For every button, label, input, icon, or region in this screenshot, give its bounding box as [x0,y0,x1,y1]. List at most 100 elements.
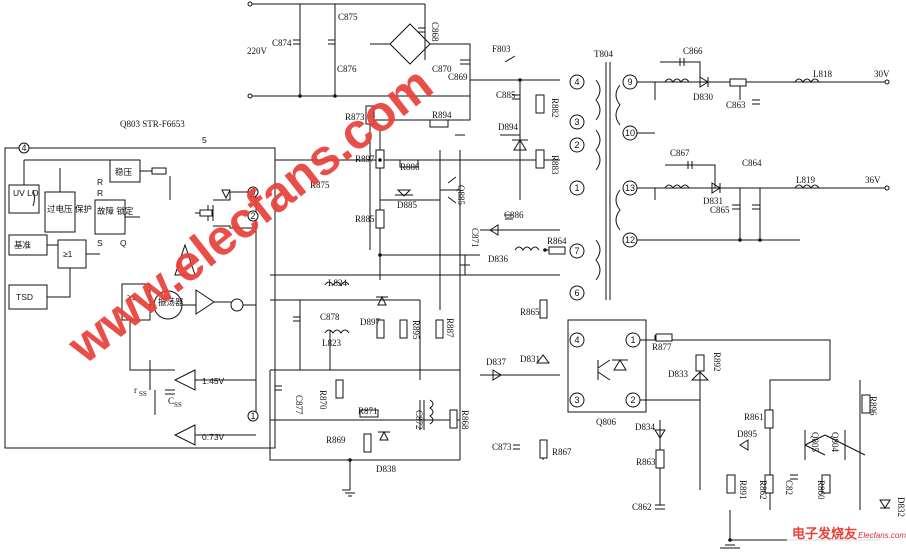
ref-r892: R892 [712,352,722,372]
ref-c875: C875 [338,12,358,22]
ref-r873: R873 [345,112,365,122]
css-label: C [168,396,174,406]
ic-pin-1: 1 [250,411,255,421]
ref-r862: R862 [758,480,768,500]
ref-r897: R897 [355,154,375,164]
t804-pin-3: 3 [574,117,579,127]
fault-label: 故障 锁定 [97,206,134,216]
ref-r861: R861 [744,412,764,422]
optocoupler-q806: Q806 4 3 1 2 [342,134,891,549]
ref-r871: R871 [358,406,378,416]
q806-pin-3: 3 [574,395,579,405]
q806-label: Q806 [596,417,616,427]
ref-l819: L819 [796,175,815,185]
t804-pin-2: 2 [574,140,579,150]
comparator-3 [173,424,196,446]
q806-pin-1: 1 [630,335,635,345]
ref-r894: R894 [432,110,452,120]
ref-l823: L823 [322,338,341,348]
logic-s: S [97,238,103,248]
or-gate-2-label: ≥1 [127,292,137,302]
ic-q803: Q803 STR-F6653 UV LO 过电压 保护 稳压 故障 锁定 R S… [4,119,276,449]
ref-r883: R883 [550,155,560,175]
ref-c82: C82 [784,480,794,495]
ref-d833: D833 [668,369,688,379]
vref-2: 0.73V [202,432,225,442]
ref-c869: C869 [448,72,468,82]
output-36v: 36V [865,175,881,185]
ref-l824: L824 [328,278,347,288]
ref-r895: R895 [411,320,421,340]
ref-r869: R869 [326,435,346,445]
ref-d834: D834 [635,422,655,432]
ref-r891: R891 [738,480,748,500]
ref-r864: R864 [547,236,567,246]
buffer-amp [195,289,215,315]
vref-1: 1.45V [202,376,225,386]
css-sub: SS [174,401,182,409]
t804-pin-12: 12 [625,235,635,245]
ref-q804: Q804 [830,432,840,452]
uvlo-label: UV LO [13,188,39,198]
ref-c863: C863 [726,100,746,110]
fault-block [94,199,126,235]
ref-r877: R877 [652,342,672,352]
ref-q885: Q885 [456,185,466,205]
t804-pin-7: 7 [574,246,579,256]
ref-r886: R886 [400,162,420,172]
ref-l818: L818 [813,69,832,79]
input-section: 220V [247,1,560,250]
t804-pin-4: 4 [574,77,579,87]
mains-label: 220V [247,46,268,56]
ic-pin-2: 2 [250,211,255,221]
component-labels: C874 C875 C876 C868 C870 C869 F803 R873 … [272,12,906,517]
ref-c872: C872 [414,410,424,430]
or-gate-2 [121,283,151,321]
ic-label: Q803 STR-F6653 [120,119,185,129]
ref-c876: C876 [337,64,357,74]
or-gate-1-label: ≥1 [63,249,73,259]
ref-r882: R882 [550,98,560,118]
ref-q805: Q805 [810,432,820,452]
t804-pin-1: 1 [574,183,579,193]
ref-c871: C871 [470,228,480,248]
ref-c866: C866 [683,46,703,56]
ref-r863: R863 [636,457,656,467]
ic-pin-5: 5 [202,135,207,145]
logic-q: Q [120,238,127,248]
ref-r870: R870 [318,390,328,410]
ref-r860: R860 [816,480,826,500]
ref-d836: D836 [488,254,508,264]
ref-f803: F803 [492,44,511,54]
ref-c862: C862 [632,502,652,512]
primary-section [269,94,566,490]
t804-pin-9: 9 [627,77,632,87]
comparator-2 [173,369,196,391]
ref-r885: R885 [355,214,375,224]
output-30v: 30V [874,69,890,79]
ref-d831-primary: D831 [520,354,540,364]
ref-c865: C865 [710,205,730,215]
ref-label: 基准 [14,240,32,250]
secondary-section: 30V 36V [637,58,890,241]
ref-r867: R867 [552,447,572,457]
ref-c878: C878 [320,312,340,322]
ref-c864: C864 [742,158,762,168]
ref-r887: R887 [445,318,455,338]
ref-c877: C877 [294,395,304,415]
ref-d831: D831 [703,196,723,206]
logic-r1: R [97,188,103,198]
ref-c870: C870 [432,64,452,74]
logic-r2: R [97,177,103,187]
ref-r865: R865 [520,307,540,317]
ref-c868: C868 [430,22,440,42]
tsd-label: TSD [16,292,33,302]
ref-d894: D894 [498,122,518,132]
transformer-t804: T804 4 3 2 1 7 6 9 10 13 12 [569,49,638,301]
rss-label: r [134,385,137,395]
comparator-1 [174,243,196,276]
footer-logo-en: Elecfans.com [858,531,906,540]
q806-pin-2: 2 [630,395,635,405]
ref-d895: D895 [737,429,757,439]
